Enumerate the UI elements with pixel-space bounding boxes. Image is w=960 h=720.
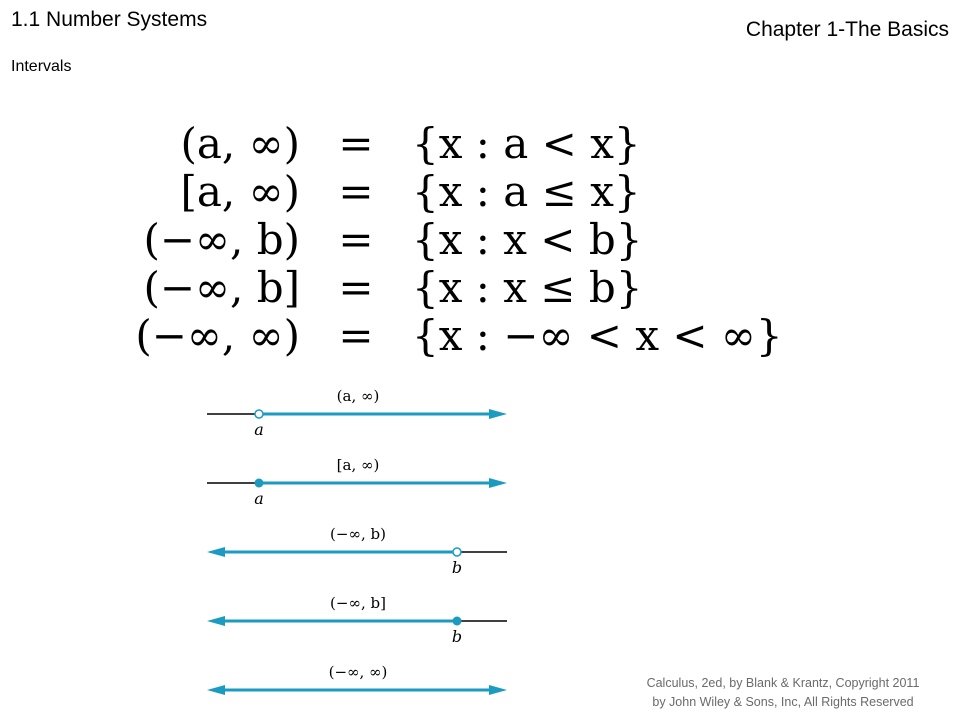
interval-definitions: (a, ∞) = {x : a < x} [a, ∞) = {x : a ≤ x… [110,120,783,360]
arrow-left-icon [207,616,225,626]
endpoint-label: b [452,558,462,577]
definition-row: [a, ∞) = {x : a ≤ x} [110,168,783,216]
interval-label: (−∞, ∞) [329,663,388,681]
arrow-left-icon [207,547,225,557]
equals-sign: = [338,215,374,264]
set-notation: {x : −∞ < x < ∞} [412,311,783,360]
arrow-right-icon [489,478,507,488]
definition-row: (−∞, ∞) = {x : −∞ < x < ∞} [110,311,783,360]
closed-endpoint [452,616,462,626]
endpoint-label: a [254,420,264,439]
closed-endpoint [254,478,264,488]
subtitle: Intervals [11,58,72,75]
definition-row: (−∞, b] = {x : x ≤ b} [110,264,783,312]
interval-notation: (−∞, ∞) [135,311,300,360]
interval-notation: (−∞, b) [143,215,300,264]
interval-label: (−∞, b] [330,594,386,612]
endpoint-label: a [254,489,264,508]
arrow-right-icon [489,409,507,419]
interval-notation: [a, ∞) [180,167,301,216]
interval-label: [a, ∞) [337,456,380,474]
copyright-notice: Calculus, 2ed, by Blank & Krantz, Copyri… [618,674,948,712]
copyright-line: Calculus, 2ed, by Blank & Krantz, Copyri… [646,676,920,690]
open-endpoint [452,547,462,557]
equals-sign: = [338,167,374,216]
section-title: 1.1 Number Systems [11,8,208,31]
equals-sign: = [338,263,374,312]
equals-sign: = [338,311,374,360]
equals-sign: = [338,119,374,168]
interval-notation: (−∞, b] [143,263,300,312]
open-endpoint [254,409,264,419]
interval-notation: (a, ∞) [180,119,301,168]
definition-row: (−∞, b) = {x : x < b} [110,216,783,264]
interval-label: (a, ∞) [337,387,380,405]
set-notation: {x : x < b} [412,215,643,264]
chapter-title: Chapter 1-The Basics [745,18,949,41]
arrow-right-icon [489,685,507,695]
set-notation: {x : a ≤ x} [412,167,641,216]
definition-row: (a, ∞) = {x : a < x} [110,120,783,168]
interval-label: (−∞, b) [330,525,386,543]
set-notation: {x : a < x} [412,119,641,168]
endpoint-label: b [452,627,462,646]
arrow-left-icon [207,685,225,695]
copyright-line: by John Wiley & Sons, Inc, All Rights Re… [652,695,914,709]
set-notation: {x : x ≤ b} [412,263,643,312]
